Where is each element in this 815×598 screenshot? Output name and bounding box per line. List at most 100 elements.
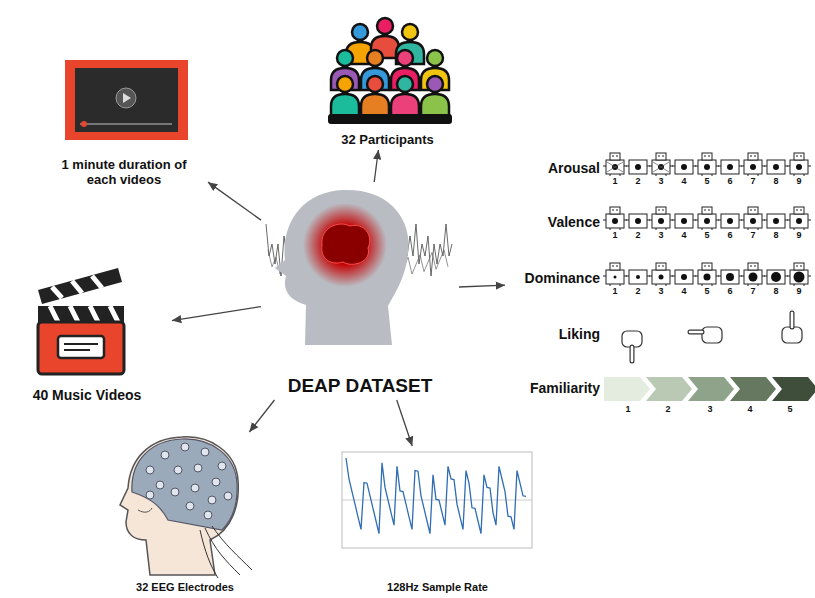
clapperboard-icon: [38, 268, 124, 374]
sam-box: [629, 270, 647, 284]
sam-feet: [702, 174, 712, 176]
sam-head: [748, 263, 758, 270]
sam-face: [658, 156, 664, 157]
sam-dot: [749, 273, 758, 282]
sam-dot: [636, 275, 640, 279]
sam-box: [698, 270, 716, 284]
familiarity-chevron: [646, 377, 692, 401]
scale-label: Arousal: [548, 160, 600, 176]
sam-feet: [656, 174, 666, 176]
scale-label: Familiarity: [530, 380, 600, 396]
scale-number: 1: [612, 286, 617, 296]
electrodes: [146, 443, 232, 519]
scale-number: 8: [773, 286, 778, 296]
participants-icon: [328, 18, 452, 124]
sam-dot: [614, 276, 617, 279]
sam-arms: [718, 166, 742, 167]
electrode: [186, 502, 194, 510]
sam-arms: [718, 220, 742, 221]
sam-arms: [649, 276, 673, 277]
slate-line: [64, 343, 98, 345]
sam-box: [675, 160, 693, 174]
clapper-body: [38, 322, 124, 374]
electrode: [208, 496, 216, 504]
person-body: [331, 94, 359, 116]
sam-dot: [750, 218, 756, 224]
thumb: [790, 313, 795, 327]
sam-feet: [656, 284, 666, 286]
sam-arms: [603, 220, 627, 221]
person-head: [337, 50, 353, 66]
videos-item: 40 Music Videos: [2, 262, 172, 406]
sam-box: [790, 214, 808, 228]
scale-number: 1: [625, 404, 630, 414]
sam-head: [748, 207, 758, 214]
sam-dot: [612, 218, 618, 224]
electrode: [204, 511, 212, 519]
sam-box: [767, 160, 785, 174]
sam-face: [704, 156, 710, 157]
scale-number: 2: [635, 230, 640, 240]
scale-number: 2: [635, 176, 640, 186]
connector-arrow: [397, 400, 413, 446]
item-caption: 32 Participants: [308, 132, 468, 148]
sam-face: [750, 156, 756, 157]
scale-number: 7: [750, 286, 755, 296]
scale-number: 8: [773, 230, 778, 240]
familiarity-chevron: [688, 377, 734, 401]
sam-box: [721, 214, 739, 228]
sam-head: [702, 153, 712, 160]
scale-number: 7: [750, 176, 755, 186]
sam-box: [744, 160, 762, 174]
electrode: [181, 443, 189, 451]
sam-box: [698, 160, 716, 174]
sam-box: [629, 160, 647, 174]
thumb-inner: [791, 313, 794, 327]
electrode: [201, 448, 209, 456]
sam-arms: [626, 166, 650, 167]
person-head: [427, 50, 443, 66]
scale-number: 3: [658, 286, 663, 296]
sam-face: [704, 266, 710, 267]
participants-base: [328, 114, 452, 124]
sam-head: [610, 153, 620, 160]
sam-arms: [787, 166, 811, 167]
sam-arms: [672, 220, 696, 221]
sam-dot: [726, 273, 734, 281]
electrode-wires: [200, 526, 252, 578]
sam-face: [612, 266, 618, 267]
video-frame: [65, 60, 188, 140]
item-caption: 32 EEG Electrodes: [102, 581, 268, 594]
sam-arms: [741, 166, 765, 167]
person-head: [367, 76, 383, 92]
video-screen: [75, 68, 178, 132]
item-caption: 40 Music Videos: [6, 387, 168, 404]
sam-head: [794, 153, 804, 160]
person-body: [391, 94, 419, 116]
scale-number: 9: [796, 176, 801, 186]
sam-box: [675, 214, 693, 228]
eeg-waveform: [346, 458, 526, 534]
ear: [138, 508, 152, 512]
sam-dot: [750, 164, 756, 170]
thumb-inner: [690, 331, 702, 334]
rating-scales: [603, 153, 815, 401]
sam-feet: [610, 284, 620, 286]
brain-glow: [303, 203, 387, 287]
sam-dot: [771, 272, 781, 282]
sam-box: [652, 214, 670, 228]
sam-dot: [794, 272, 805, 283]
sam-dot: [659, 275, 664, 280]
clapper-bar: [38, 306, 124, 322]
sam-feet: [794, 228, 804, 230]
sam-box: [652, 270, 670, 284]
person-head: [352, 24, 368, 40]
sam-box: [606, 160, 624, 174]
sam-box: [767, 214, 785, 228]
sam-box: [721, 160, 739, 174]
scale-number: 6: [727, 230, 732, 240]
electrode: [212, 478, 220, 486]
progress-dot: [81, 121, 87, 127]
scale-number: 1: [612, 230, 617, 240]
